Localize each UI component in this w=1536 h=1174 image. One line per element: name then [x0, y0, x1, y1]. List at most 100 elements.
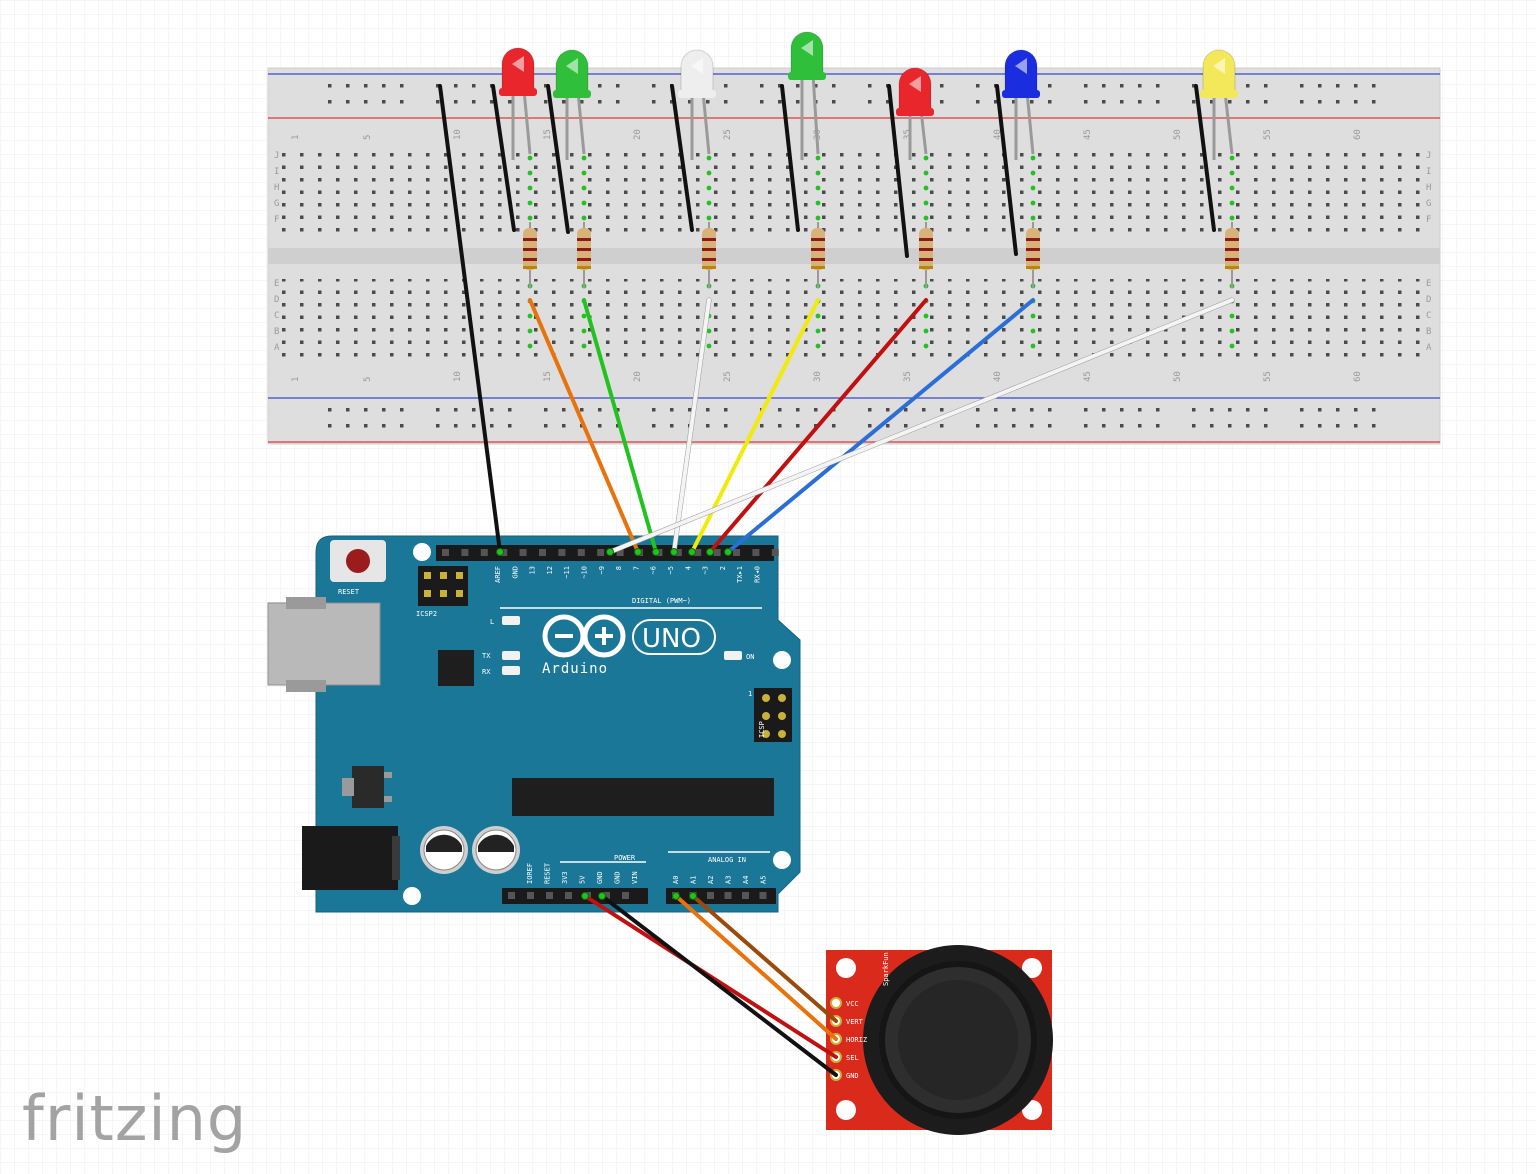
power-pin-label: GND: [614, 871, 622, 884]
fritzing-watermark: fritzing: [22, 1082, 247, 1155]
column-number-top: 50: [1173, 129, 1183, 140]
column-number-top: 15: [543, 129, 553, 140]
joystick-pin-label: VERT: [846, 1018, 864, 1026]
led-blue: [1002, 49, 1040, 349]
power-label: POWER: [614, 854, 636, 862]
resistor-group: [523, 222, 1239, 288]
analog-pin-label: A4: [742, 876, 750, 884]
capacitors: [420, 826, 520, 874]
row-letter-left: G: [274, 199, 279, 209]
icsp-header: ICSP 1: [748, 688, 792, 742]
analog-pin-label: A1: [690, 876, 698, 884]
led-green-2: [788, 31, 826, 349]
resistor: [702, 222, 716, 288]
icsp-label: ICSP: [758, 721, 766, 738]
led-rx-label: RX: [482, 668, 491, 676]
row-letter-left: B: [274, 327, 279, 337]
digital-label: DIGITAL (PWM~): [632, 597, 691, 605]
column-number-top: 10: [453, 129, 463, 140]
digital-pin-label: ~9: [598, 566, 606, 574]
led-rx: [502, 666, 520, 675]
column-number-bottom: 35: [903, 371, 913, 382]
led-on: [724, 651, 742, 660]
led-tx: [502, 651, 520, 660]
power-pin-label: GND: [596, 871, 604, 884]
analog-pin-label: A5: [760, 876, 768, 884]
resistor: [1026, 222, 1040, 288]
column-number-bottom: 60: [1353, 371, 1363, 382]
digital-pin-label: AREF: [494, 566, 502, 583]
row-letter-right: F: [1426, 215, 1431, 225]
column-number-top: 35: [903, 129, 913, 140]
column-number-bottom: 30: [813, 371, 823, 382]
icsp2-header: ICSP2: [416, 566, 468, 618]
row-letter-left: F: [274, 215, 279, 225]
row-letter-left: J: [274, 151, 279, 161]
column-number-top: 40: [993, 129, 1003, 140]
joystick-pin-label: HORIZ: [846, 1036, 867, 1044]
terminal-holes-bottom: [282, 279, 1422, 359]
digital-pin-label: 13: [529, 566, 537, 574]
column-number-bottom: 45: [1083, 371, 1093, 382]
row-letter-left: E: [274, 279, 279, 289]
led-l-label: L: [490, 618, 494, 626]
column-number-bottom: 10: [453, 371, 463, 382]
column-number-top: 5: [363, 135, 373, 140]
joystick-pin-label: SEL: [846, 1054, 859, 1062]
resistor: [919, 222, 933, 288]
mount-hole: [403, 887, 421, 905]
analog-pin-label: A0: [672, 876, 680, 884]
digital-pin-label: 12: [546, 566, 554, 574]
microcontroller-chip: [512, 778, 774, 816]
digital-pin-label: ~10: [581, 566, 589, 579]
led-on-label: ON: [746, 653, 754, 661]
resistor: [1225, 222, 1239, 288]
column-number-top: 60: [1353, 129, 1363, 140]
digital-pin-label: GND: [511, 566, 519, 579]
resistor: [577, 222, 591, 288]
column-number-bottom: 20: [633, 371, 643, 382]
column-number-top: 45: [1083, 129, 1093, 140]
row-letter-right: D: [1426, 295, 1431, 305]
arduino-logo: UNO Arduino: [542, 614, 716, 677]
digital-pin-label: ~11: [563, 566, 571, 579]
column-number-bottom: 40: [993, 371, 1003, 382]
led-tx-label: TX: [482, 652, 491, 660]
row-letter-left: A: [274, 343, 280, 353]
power-jack: [302, 826, 398, 890]
row-letter-left: C: [274, 311, 279, 321]
power-pin-label: 5V: [579, 875, 587, 884]
usb-chip: [438, 650, 474, 686]
digital-pin-label: ~5: [667, 566, 675, 574]
digital-pin-label: ~3: [702, 566, 710, 574]
wire-group: [438, 84, 1235, 1077]
power-pin-label: RESET: [544, 862, 552, 884]
analog-pin-label: A3: [725, 876, 733, 884]
digital-pin-label: 8: [615, 566, 623, 570]
mount-hole: [413, 543, 431, 561]
row-letter-right: C: [1426, 311, 1431, 321]
row-letter-right: I: [1426, 167, 1431, 177]
icsp2-label: ICSP2: [416, 610, 437, 618]
row-letter-right: J: [1426, 151, 1431, 161]
power-pin-label: 3V3: [561, 871, 569, 884]
column-number-top: 25: [723, 129, 733, 140]
row-letter-right: H: [1426, 183, 1431, 193]
led-red-2: [896, 67, 934, 349]
column-number-bottom: 5: [363, 377, 373, 382]
row-letter-right: E: [1426, 279, 1431, 289]
joystick-side-text: SparkFun: [882, 952, 890, 986]
column-number-bottom: 25: [723, 371, 733, 382]
led-yellow: [1200, 49, 1238, 349]
column-number-bottom: 15: [543, 371, 553, 382]
row-letter-right: A: [1426, 343, 1432, 353]
icsp-pin1: 1: [748, 690, 752, 698]
row-letter-right: G: [1426, 199, 1431, 209]
resistor: [811, 222, 825, 288]
column-number-bottom: 55: [1263, 371, 1273, 382]
